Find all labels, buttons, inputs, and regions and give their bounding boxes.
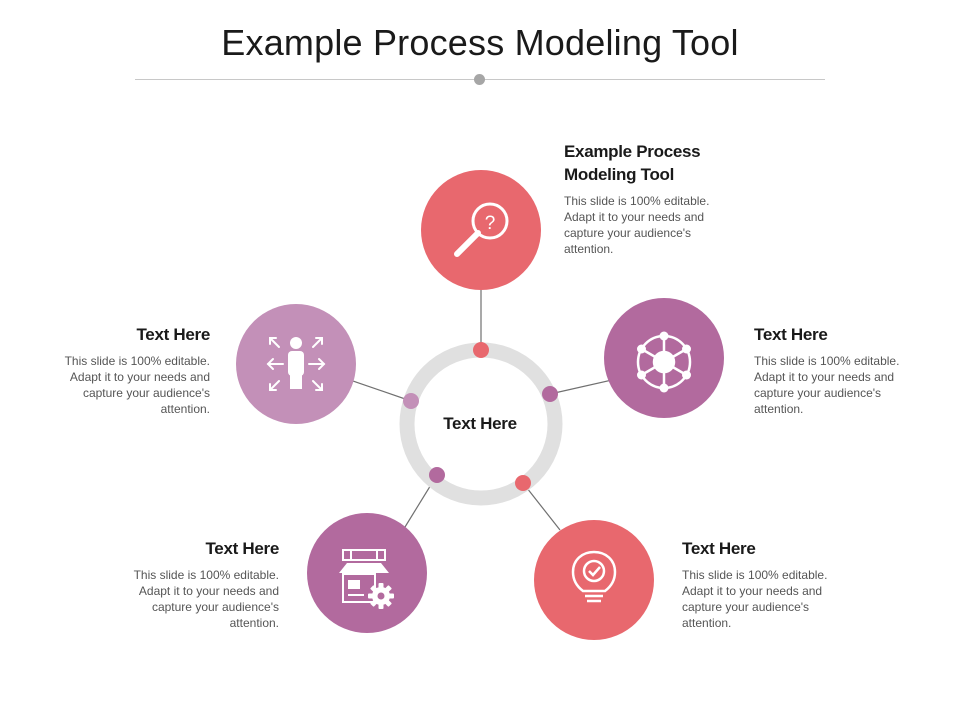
connector-line-left xyxy=(349,379,412,402)
text-block-right: Text Here This slide is 100% editable. A… xyxy=(754,323,904,417)
ring-dot-bottom-left xyxy=(429,467,445,483)
text-block-top: Example Process Modeling Tool This slide… xyxy=(564,140,714,257)
lightbulb-check-icon xyxy=(571,550,617,603)
magnifier-question-icon: ? xyxy=(454,202,509,257)
node-bottom-left xyxy=(307,513,427,633)
connector-line-bottom-right xyxy=(522,482,561,531)
store-gear-icon xyxy=(339,549,394,609)
node-heading: Example Process Modeling Tool xyxy=(564,142,701,184)
svg-text:?: ? xyxy=(485,213,496,234)
node-left xyxy=(236,304,356,424)
ring-dot-bottom-right xyxy=(515,475,531,491)
divider-dot xyxy=(474,74,485,85)
node-heading: Text Here xyxy=(136,325,210,344)
text-block-left: Text Here This slide is 100% editable. A… xyxy=(60,323,211,417)
node-heading: Text Here xyxy=(682,539,756,558)
page-title: Example Process Modeling Tool xyxy=(221,22,739,63)
node-heading: Text Here xyxy=(205,539,279,558)
connector-line-right xyxy=(549,379,613,395)
ring-dot-top xyxy=(473,342,489,358)
node-bottom-right xyxy=(534,520,654,640)
text-block-bottom-right: Text Here This slide is 100% editable. A… xyxy=(682,537,832,631)
ring-dot-right xyxy=(542,386,558,402)
node-circle-top xyxy=(421,170,541,290)
node-right xyxy=(604,298,724,418)
node-description: This slide is 100% editable. Adapt it to… xyxy=(564,194,710,256)
network-hub-icon xyxy=(636,334,692,390)
ring-dot-left xyxy=(403,393,419,409)
text-block-bottom-left: Text Here This slide is 100% editable. A… xyxy=(129,537,280,631)
center-label: Text Here xyxy=(443,414,517,433)
node-description: This slide is 100% editable. Adapt it to… xyxy=(754,354,900,416)
node-description: This slide is 100% editable. Adapt it to… xyxy=(64,354,210,416)
node-description: This slide is 100% editable. Adapt it to… xyxy=(133,568,279,630)
node-top: ? xyxy=(421,170,541,290)
node-description: This slide is 100% editable. Adapt it to… xyxy=(682,568,828,630)
person-arrows-icon xyxy=(266,337,326,391)
node-heading: Text Here xyxy=(754,325,828,344)
